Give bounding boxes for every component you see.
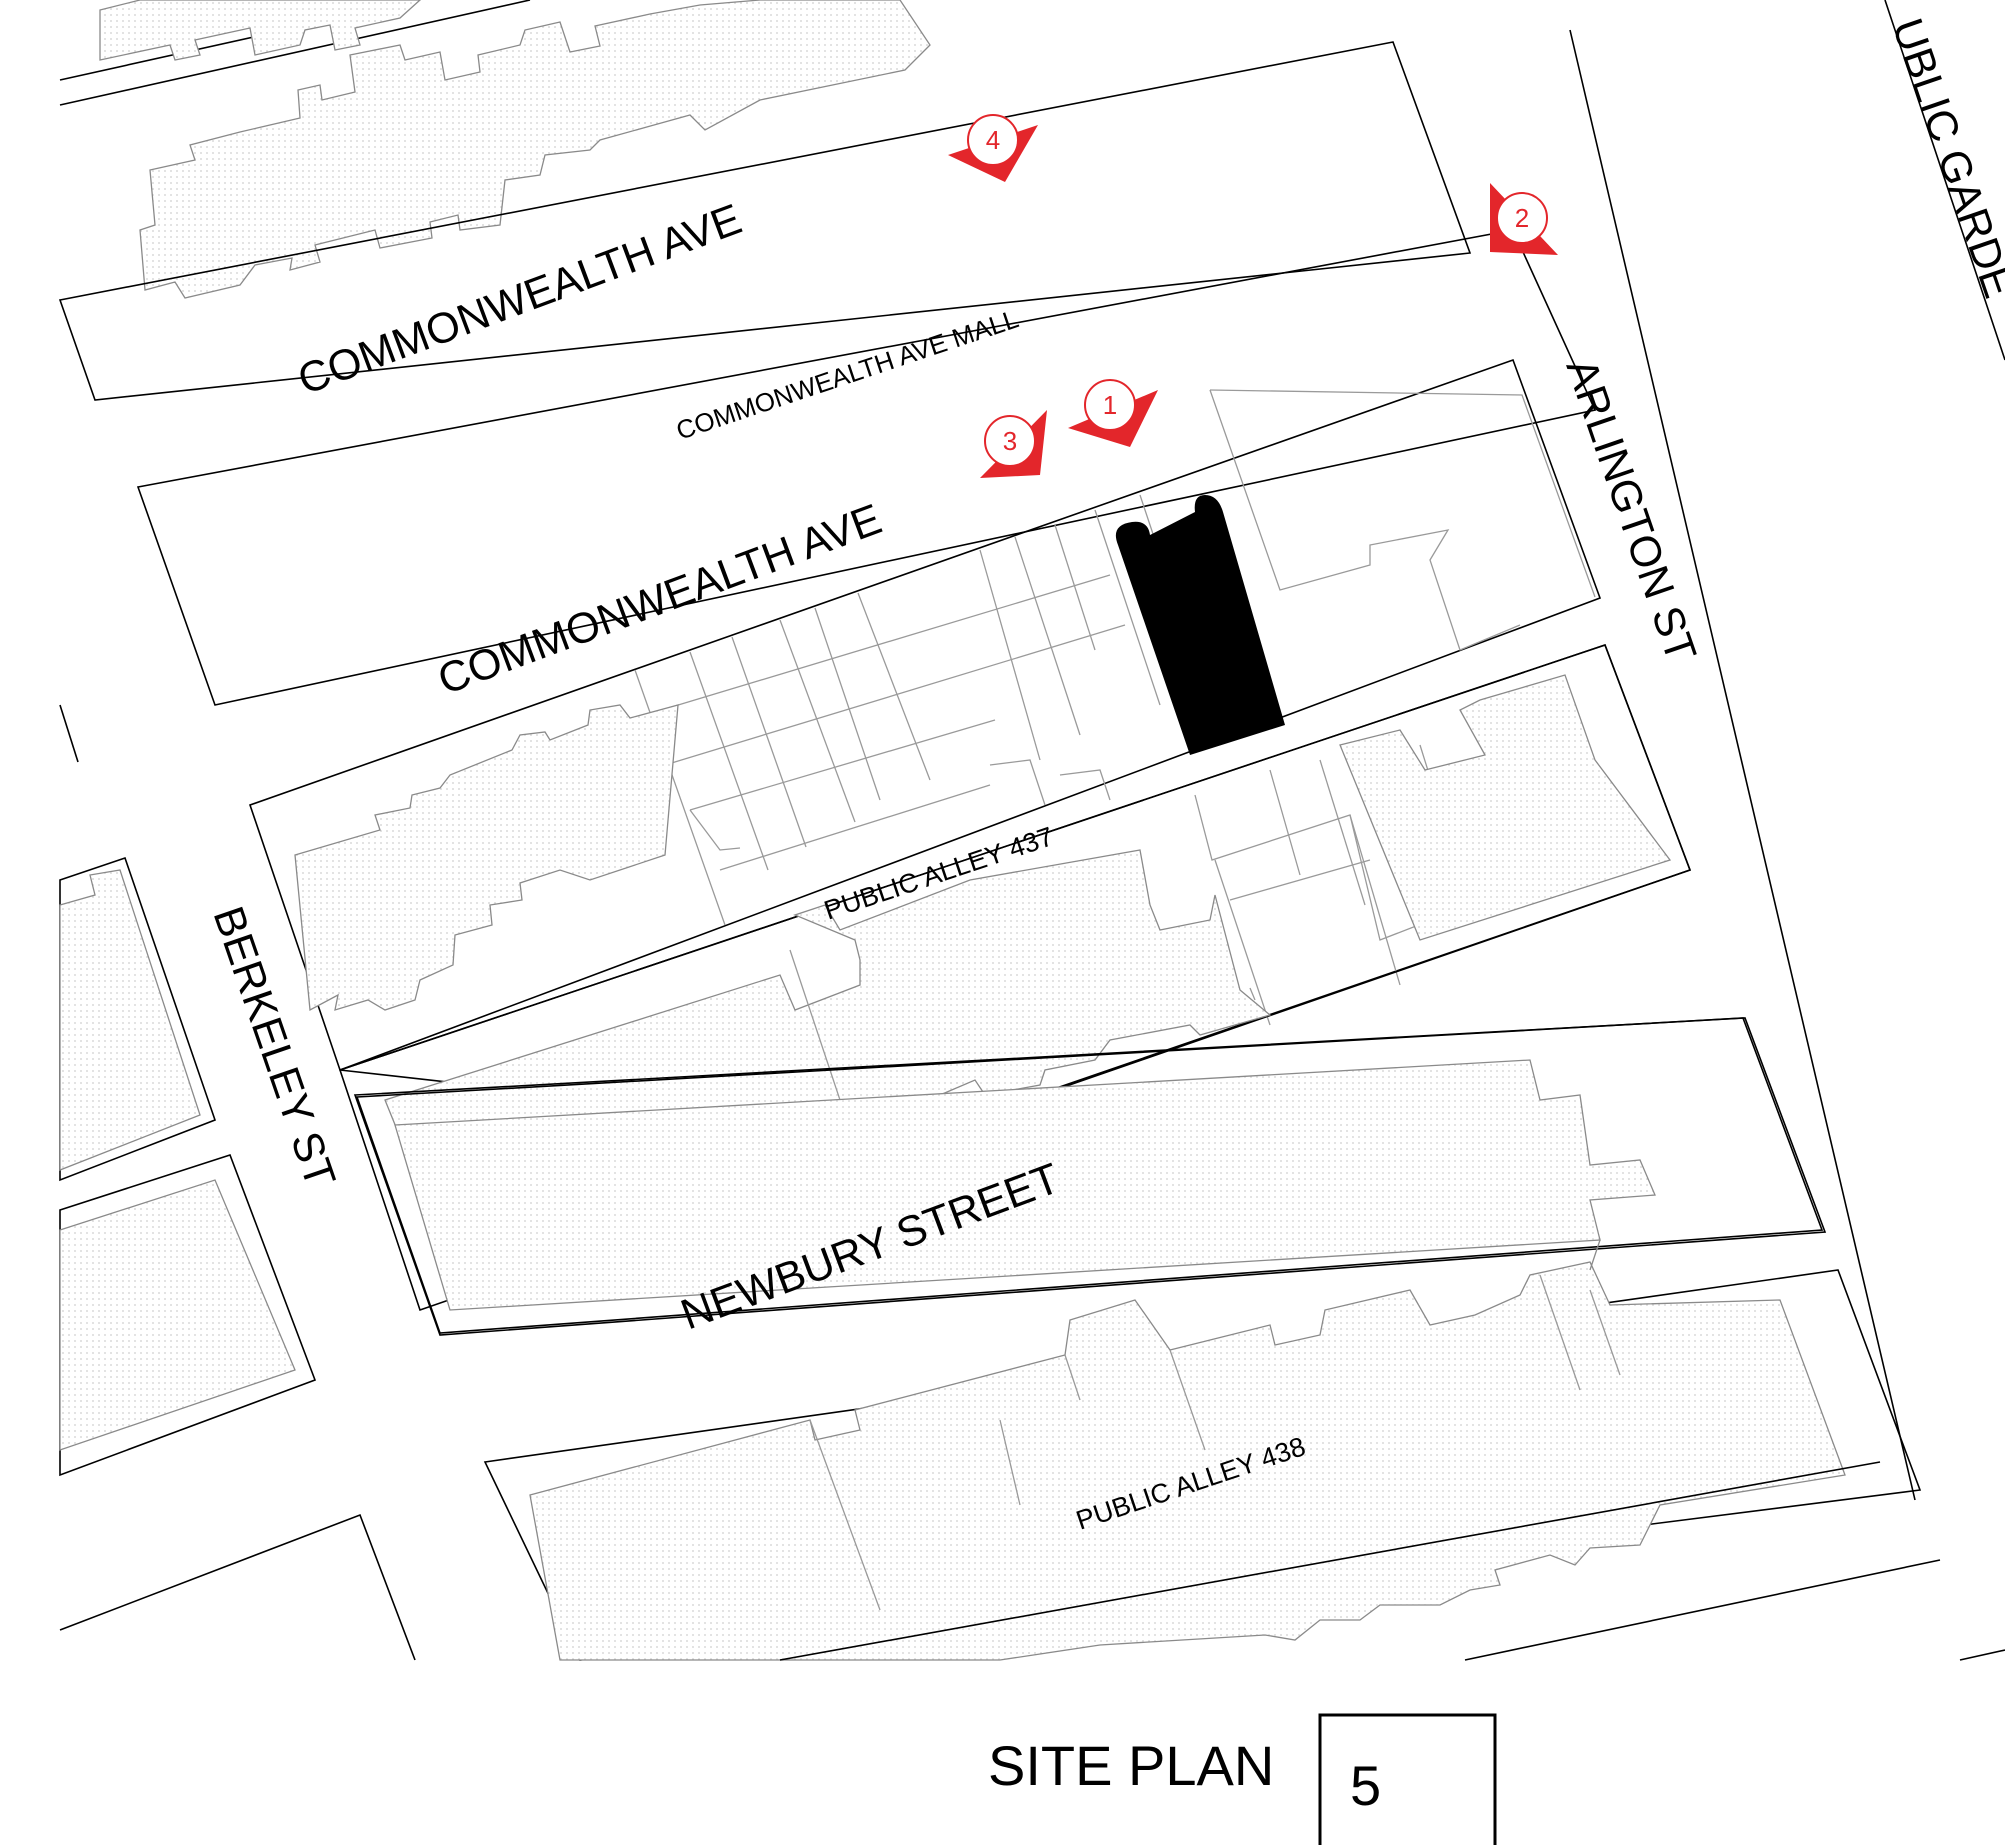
mall-lot (136, 229, 1597, 706)
left-edge (59, 704, 416, 1661)
top-block (58, 0, 1472, 401)
view-marker-3[interactable]: 3 (980, 410, 1047, 478)
view-marker-3-number: 3 (1003, 426, 1017, 456)
view-marker-4-number: 4 (986, 125, 1000, 155)
newbury-south-block (353, 1017, 1941, 1661)
right-edge (1569, 0, 2005, 1661)
sheet-number-box (1318, 1713, 1497, 1845)
newbury-row (355, 1017, 1824, 1334)
view-marker-1-number: 1 (1103, 390, 1117, 420)
public-garden-label: UBLIC GARDE (1883, 13, 2005, 304)
middle-block (248, 358, 1602, 1072)
sheet-number: 5 (1350, 1754, 1381, 1817)
subject-building[interactable] (1115, 495, 1285, 755)
view-marker-4[interactable]: 4 (948, 114, 1038, 182)
view-marker-2-number: 2 (1515, 203, 1529, 233)
commonwealth-ave-south-label: COMMONWEALTH AVE (432, 495, 888, 704)
commonwealth-ave-mall-label: COMMONWEALTH AVE MALL (672, 303, 1022, 445)
view-marker-2[interactable]: 2 (1490, 183, 1558, 255)
view-marker-1[interactable]: 1 (1068, 379, 1158, 447)
site-plan-title: SITE PLAN (988, 1734, 1274, 1797)
